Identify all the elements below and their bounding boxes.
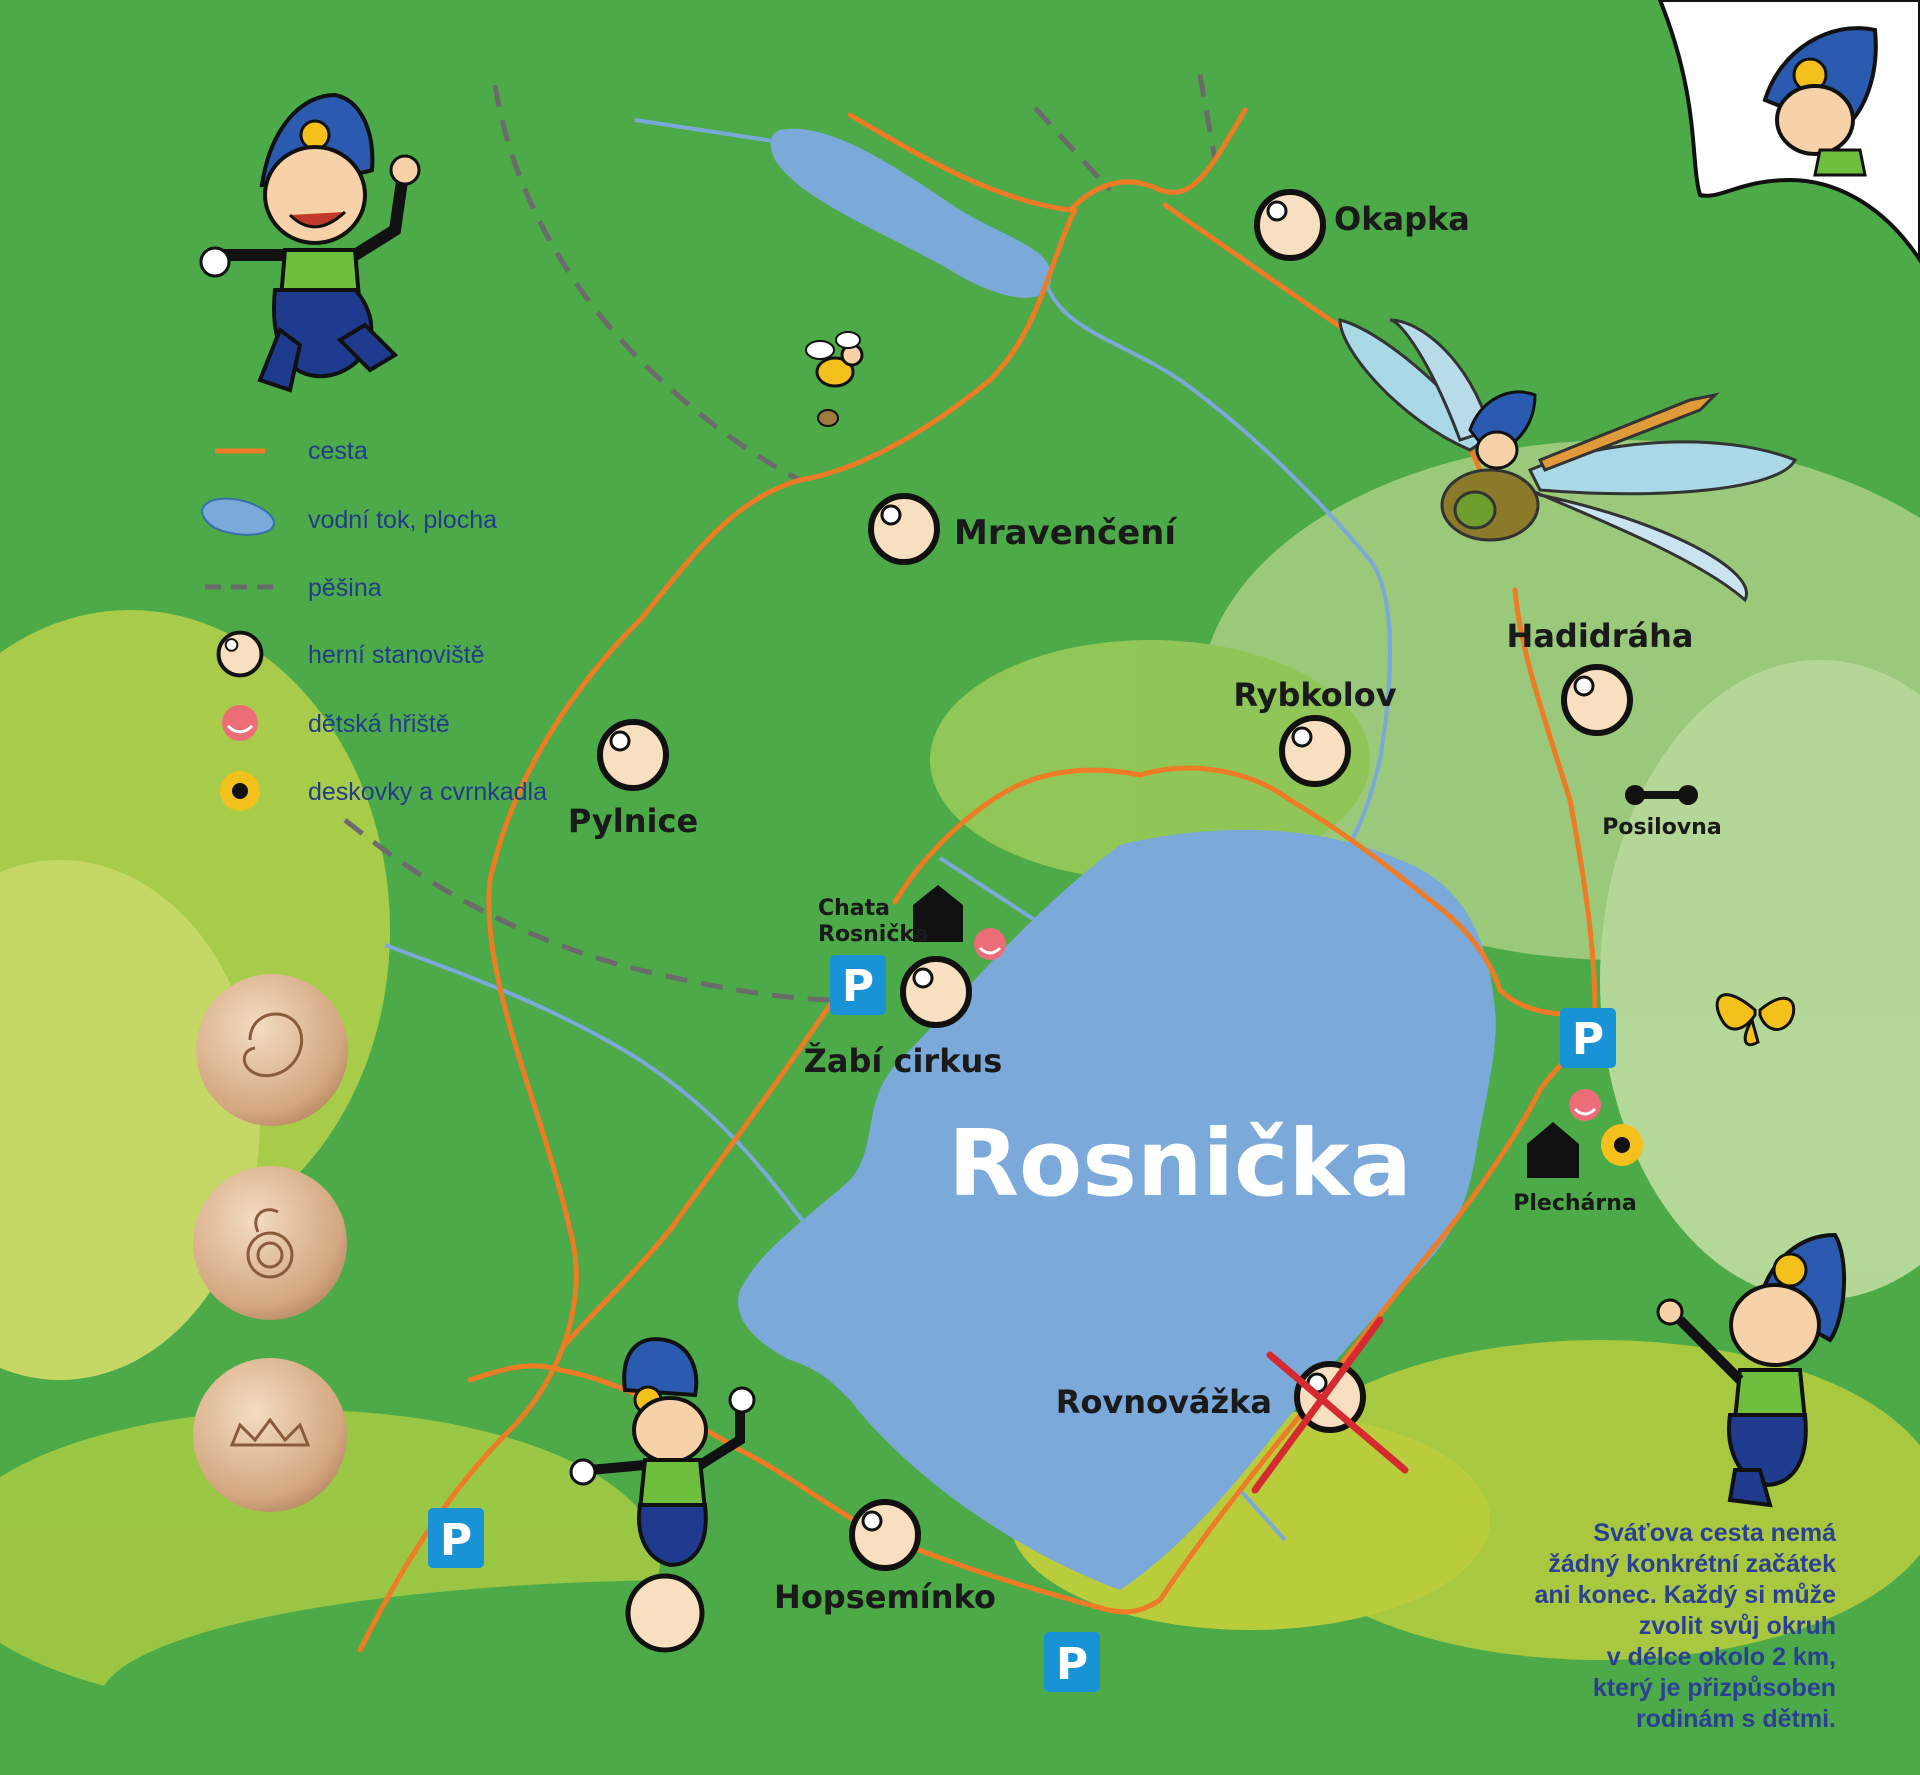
wooden-balls <box>193 974 348 1512</box>
parking-sign-southwest[interactable]: P <box>428 1508 484 1568</box>
dragonfly-illustration <box>1338 318 1798 603</box>
svata-character-top-left <box>199 92 421 393</box>
wooden-ball-2 <box>193 1166 347 1320</box>
note-line: žádný konkrétní začátek <box>1548 1550 1836 1578</box>
station-pylnice-icon[interactable] <box>600 722 666 788</box>
station-okapka-icon[interactable] <box>1257 192 1323 258</box>
legend-label-footpath: pěšina <box>308 574 382 602</box>
label-hopseminko: Hopsemínko <box>774 1578 996 1616</box>
plecharna-house-icon[interactable] <box>1527 1122 1579 1178</box>
label-chata-line2: Rosnička <box>818 922 929 947</box>
lighter-meadow-patches <box>0 440 1920 1775</box>
station-rybkolov-icon[interactable] <box>1282 718 1348 784</box>
lake-name: Rosnička <box>948 1110 1412 1217</box>
legend-label-boardgames: deskovky a cvrnkadla <box>308 778 547 806</box>
label-mravenceni: Mravenčení <box>954 513 1178 553</box>
parking-sign-label: P <box>440 1515 472 1566</box>
facilities <box>913 785 1698 1178</box>
note-line: rodinám s dětmi. <box>1635 1705 1836 1733</box>
water-blob-icon <box>201 497 275 536</box>
streams <box>384 118 1392 1542</box>
parking-sign-label: P <box>1572 1014 1604 1065</box>
wooden-ball-1 <box>196 974 348 1126</box>
note-line: který je přizpůsoben <box>1592 1674 1836 1702</box>
dumbbell-icon[interactable] <box>1625 785 1698 805</box>
label-posilovna: Posilovna <box>1602 815 1721 840</box>
svata-pointing-character <box>1656 1232 1846 1508</box>
note-line: v délce okolo 2 km, <box>1606 1643 1836 1671</box>
label-rybkolov: Rybkolov <box>1233 676 1396 714</box>
parking-sign-label: P <box>1056 1639 1088 1690</box>
label-rovnovazka: Rovnovážka <box>1056 1383 1272 1421</box>
station-mravenceni-icon[interactable] <box>871 496 937 562</box>
legend: cesta vodní tok, plocha pěšina herní sta… <box>201 437 547 811</box>
label-hadidraha: Hadidráha <box>1507 617 1694 655</box>
note-line: ani konec. Každý si může <box>1534 1581 1837 1609</box>
footpaths <box>343 74 1218 1003</box>
trail-info-note: Sváťova cesta nemá žádný konkrétní začát… <box>1416 1518 1837 1735</box>
wooden-ball-3 <box>193 1358 347 1512</box>
playground-icon <box>222 705 258 741</box>
chata-house-icon[interactable] <box>913 885 963 942</box>
parking-sign-chata[interactable]: P <box>830 955 886 1015</box>
legend-label-playground: dětská hřiště <box>308 710 450 738</box>
playground-chata-icon[interactable] <box>974 928 1006 960</box>
boardgames-plecharna-icon[interactable] <box>1601 1124 1643 1166</box>
lake-rosnicka <box>738 829 1496 1590</box>
svata-peeking-top-right <box>1657 0 1920 264</box>
label-chata-line1: Chata <box>818 896 890 921</box>
label-zabi-cirkus: Žabí cirkus <box>804 1042 1003 1080</box>
station-zabi-cirkus-icon[interactable] <box>903 959 969 1025</box>
parking-sign-label: P <box>842 961 874 1012</box>
legend-label-station: herní stanoviště <box>308 641 485 669</box>
station-hopseminko-icon[interactable] <box>852 1502 918 1568</box>
note-line: Sváťova cesta nemá <box>1593 1519 1836 1547</box>
boardgame-dot-icon <box>220 771 260 811</box>
butterfly-illustration <box>1715 993 1796 1047</box>
closed-station-cross-icon <box>1251 1316 1409 1494</box>
upper-pond <box>770 128 1052 298</box>
note-line: zvolit svůj okruh <box>1638 1612 1836 1640</box>
station-circle-icon <box>216 630 264 678</box>
parking-sign-plecharna[interactable]: P <box>1560 1008 1616 1068</box>
legend-label-path: cesta <box>308 437 368 465</box>
parking-signs: P P P P <box>428 955 1616 1692</box>
station-hadidraha-icon[interactable] <box>1564 667 1630 733</box>
label-okapka: Okapka <box>1334 200 1470 238</box>
label-pylnice: Pylnice <box>568 802 698 840</box>
map-labels: Rosnička Okapka Mravenčení Pylnice Rybko… <box>568 200 1722 1616</box>
parking-sign-south[interactable]: P <box>1044 1632 1100 1692</box>
bee-illustration <box>805 331 864 427</box>
playground-plecharna-icon[interactable] <box>1569 1089 1601 1121</box>
label-plecharna: Plechárna <box>1513 1191 1637 1216</box>
legend-label-water: vodní tok, plocha <box>308 506 497 534</box>
svata-balancing-character <box>569 1337 756 1653</box>
